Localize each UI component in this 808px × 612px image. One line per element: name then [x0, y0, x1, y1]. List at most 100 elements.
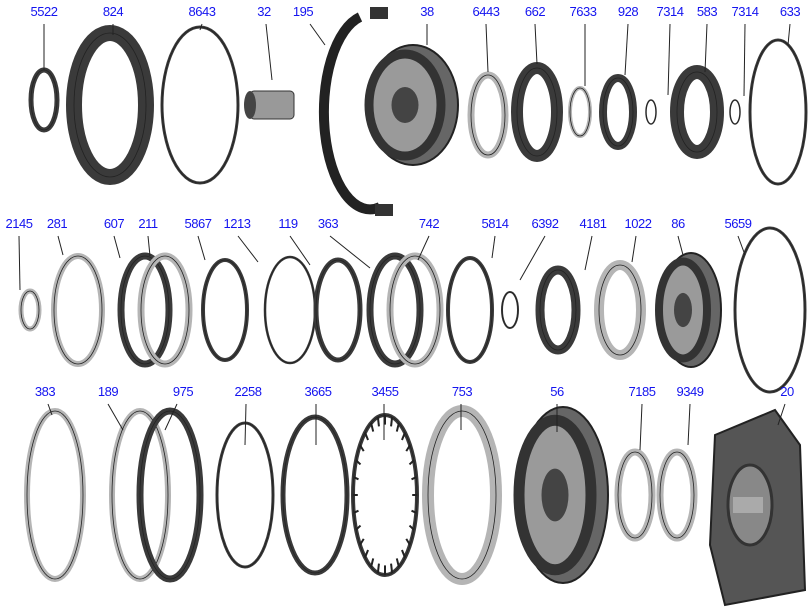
part-number-label[interactable]: 211	[138, 216, 158, 231]
part-56	[513, 406, 609, 584]
part-3665	[280, 414, 350, 576]
part-number-label[interactable]: 363	[317, 216, 339, 231]
leader-line	[244, 403, 247, 446]
leader-line	[329, 235, 371, 269]
part-number-label[interactable]: 753	[451, 384, 473, 399]
part-number-label[interactable]: 928	[617, 4, 639, 19]
leader-line	[491, 235, 496, 259]
leader-line	[417, 235, 430, 261]
part-189	[109, 408, 171, 582]
part-383	[24, 408, 86, 582]
part-5867	[201, 258, 249, 362]
part-4181	[535, 265, 581, 355]
part-86	[655, 252, 722, 368]
leader-line	[534, 23, 538, 65]
part-number-label[interactable]: 195	[292, 4, 314, 19]
part-6392	[501, 291, 519, 329]
part-742	[386, 252, 444, 368]
part-number-label[interactable]: 583	[696, 4, 718, 19]
leader-line	[631, 235, 637, 263]
part-number-label[interactable]: 5522	[30, 4, 58, 19]
part-number-label[interactable]: 742	[418, 216, 440, 231]
part-20	[708, 408, 807, 607]
part-number-label[interactable]: 633	[779, 4, 801, 19]
leader-line	[289, 235, 311, 266]
leader-line	[677, 235, 684, 256]
part-number-label[interactable]: 6392	[531, 216, 559, 231]
part-38	[364, 44, 459, 166]
part-number-label[interactable]: 56	[550, 384, 564, 399]
leader-line	[199, 23, 203, 31]
leader-line	[107, 403, 124, 431]
leader-line	[47, 403, 53, 416]
part-number-label[interactable]: 7185	[628, 384, 656, 399]
leader-line	[18, 235, 21, 291]
leader-line	[113, 235, 121, 259]
part-2258	[215, 421, 275, 569]
part-number-label[interactable]: 86	[671, 216, 685, 231]
part-number-label[interactable]: 32	[257, 4, 271, 19]
leader-line	[737, 235, 746, 256]
leader-line	[309, 23, 326, 46]
part-824	[66, 25, 154, 185]
leader-line	[624, 23, 629, 76]
leader-line	[704, 23, 708, 73]
part-number-label[interactable]: 7314	[656, 4, 684, 19]
part-2145	[18, 288, 42, 332]
part-number-label[interactable]: 1022	[624, 216, 652, 231]
leader-line	[197, 235, 206, 261]
part-number-label[interactable]: 5867	[184, 216, 212, 231]
part-number-label[interactable]: 8643	[188, 4, 216, 19]
part-number-label[interactable]: 662	[524, 4, 546, 19]
part-6443	[467, 71, 509, 159]
leader-line	[639, 403, 643, 451]
part-number-label[interactable]: 9349	[676, 384, 704, 399]
part-number-label[interactable]: 119	[278, 216, 298, 231]
part-1022	[594, 260, 646, 360]
part-number-label[interactable]: 2258	[234, 384, 262, 399]
leader-line	[485, 23, 489, 73]
leader-line	[519, 235, 546, 281]
part-number-label[interactable]: 824	[102, 4, 124, 19]
part-195	[318, 7, 393, 216]
part-number-label[interactable]: 20	[780, 384, 794, 399]
part-number-label[interactable]: 383	[34, 384, 56, 399]
part-number-label[interactable]: 607	[103, 216, 125, 231]
part-number-label[interactable]: 5814	[481, 216, 509, 231]
part-number-label[interactable]: 3665	[304, 384, 332, 399]
leader-line	[237, 235, 259, 263]
part-number-label[interactable]: 7314	[731, 4, 759, 19]
part-number-label[interactable]: 7633	[569, 4, 597, 19]
part-number-label[interactable]: 4181	[579, 216, 607, 231]
part-1213	[263, 255, 317, 365]
part-number-label[interactable]: 2145	[5, 216, 33, 231]
part-number-label[interactable]: 281	[46, 216, 68, 231]
part-number-label[interactable]: 38	[420, 4, 434, 19]
part-5659	[733, 226, 807, 394]
part-32	[244, 90, 295, 120]
leader-line	[743, 23, 746, 97]
part-number-label[interactable]: 1213	[223, 216, 251, 231]
part-number-label[interactable]: 6443	[472, 4, 500, 19]
part-928	[599, 74, 637, 150]
leader-line	[777, 403, 786, 426]
leader-line	[164, 403, 178, 431]
part-7633	[568, 86, 592, 138]
leader-line	[147, 235, 151, 257]
part-number-label[interactable]: 975	[172, 384, 194, 399]
leader-line	[57, 235, 64, 256]
part-583	[670, 65, 724, 159]
part-number-label[interactable]: 3455	[371, 384, 399, 399]
leader-line	[687, 403, 691, 446]
part-number-label[interactable]: 189	[97, 384, 119, 399]
part-211	[137, 252, 193, 368]
leader-line	[584, 235, 593, 271]
part-662	[511, 62, 563, 162]
part-633	[748, 38, 808, 186]
part-number-label[interactable]: 5659	[724, 216, 752, 231]
part-281	[51, 253, 105, 367]
part-7314	[729, 99, 741, 125]
part-8643	[160, 25, 240, 185]
part-5814	[446, 256, 494, 364]
